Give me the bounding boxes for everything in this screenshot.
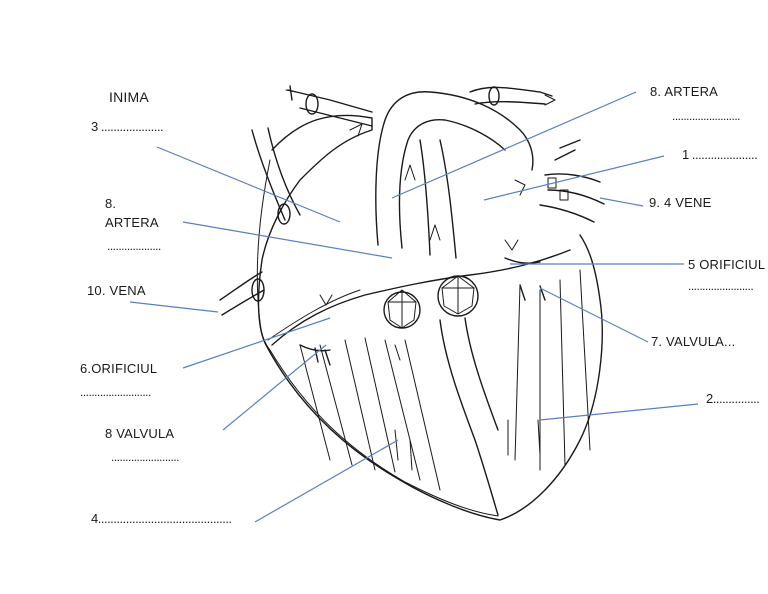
vena-inferior-opening — [251, 278, 265, 302]
label-7: 7. VALVULA... — [651, 334, 736, 349]
top-vessel-left — [287, 85, 373, 127]
pointer-line-7 — [539, 287, 649, 343]
interventricular-septum — [439, 317, 499, 516]
top-vessel-right — [469, 86, 553, 105]
pointer-line-8-top-right — [391, 91, 637, 199]
label-9: 9. 4 VENE — [649, 195, 712, 210]
top-vessel-right-end — [488, 86, 500, 106]
pointer-line-1 — [483, 155, 665, 201]
heart-outline — [257, 114, 603, 521]
papillary-muscles — [394, 419, 541, 471]
label-8-top-right: 8. ARTERA — [650, 84, 719, 99]
label-6: 6.ORIFICIUL — [80, 361, 158, 376]
vena-cava-inferior — [219, 271, 265, 316]
vena-cava-opening — [277, 203, 291, 225]
pointer-line-10 — [129, 301, 219, 313]
aortic-arch-inner — [398, 118, 506, 249]
label-8-valvula: 8 VALVULA — [105, 426, 175, 441]
right-ventricle-walls — [299, 337, 441, 491]
label-8-top-right-dots: ........................ — [672, 109, 741, 123]
aortic-arch — [375, 91, 534, 246]
atrium-division-2 — [267, 289, 361, 341]
tricuspid-valve — [299, 344, 331, 366]
label-1: 1 ..................... — [682, 147, 758, 162]
top-vessel-left-end — [305, 93, 319, 115]
pointer-line-2 — [539, 403, 699, 421]
pulmonary-trunk — [419, 139, 457, 259]
label-5-dots: ....................... — [688, 279, 754, 293]
pointer-line-9 — [599, 197, 644, 207]
atrium-division — [271, 249, 571, 346]
pointer-line-6 — [182, 317, 331, 369]
aortic-valve-cusps — [441, 275, 475, 315]
diagram-title: INIMA — [109, 89, 149, 105]
label-8-left-number: 8. — [105, 196, 117, 211]
label-6-dots: ......................... — [80, 385, 151, 399]
heart-outline-inner — [256, 159, 499, 517]
flow-arrows — [285, 89, 556, 361]
label-3: 3 .................... — [91, 119, 164, 134]
pulmonary-valve-cusps — [387, 289, 417, 329]
pointer-line-8-valvula — [222, 344, 327, 431]
label-4: 4.......................................… — [91, 511, 232, 526]
label-10: 10. VENA — [87, 283, 146, 298]
left-ventricle-walls — [514, 269, 591, 471]
pointer-lines — [129, 91, 699, 523]
label-8-valvula-dots: ........................ — [111, 450, 180, 464]
pointer-line-4 — [254, 439, 399, 523]
heart-drawing — [219, 85, 605, 521]
pointer-line-3 — [156, 146, 341, 223]
label-2: 2............... — [706, 391, 760, 406]
vena-cava-superior — [251, 127, 301, 221]
pulmonary-vein-stub-2 — [559, 189, 569, 201]
pulmonary-veins — [539, 139, 605, 223]
label-8-left: ARTERA — [105, 215, 159, 230]
label-5: 5 ORIFICIUL — [688, 257, 766, 272]
label-8-left-dots: ................... — [107, 239, 161, 253]
pointer-line-8-left — [182, 221, 393, 259]
